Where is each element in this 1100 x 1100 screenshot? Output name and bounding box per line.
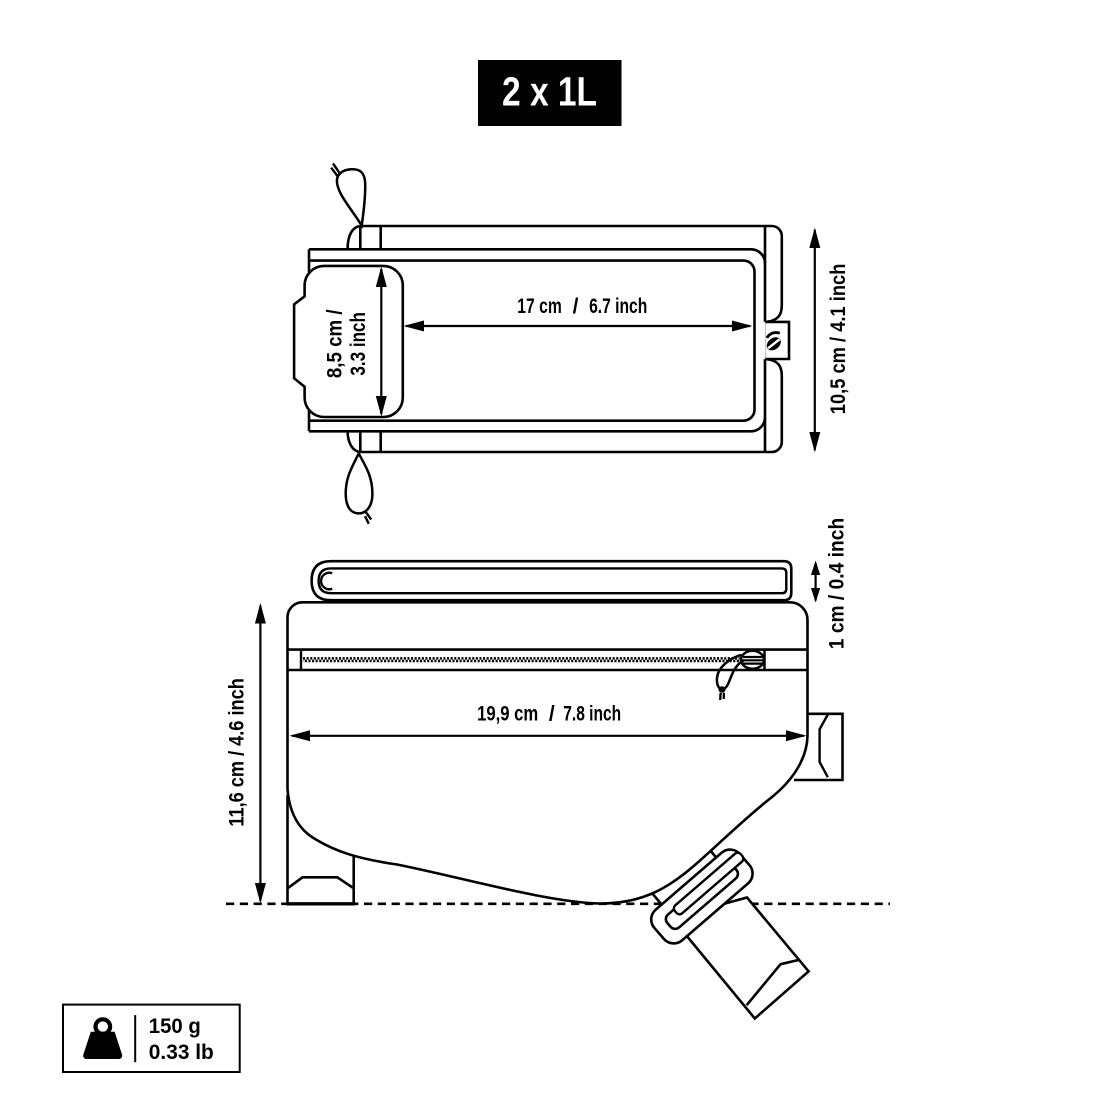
svg-text:6.7 inch: 6.7 inch xyxy=(589,295,647,318)
svg-text:/: / xyxy=(573,295,579,318)
svg-text:17 cm: 17 cm xyxy=(517,295,562,318)
svg-text:/: / xyxy=(549,703,555,726)
svg-text:1 cm / 0.4 inch: 1 cm / 0.4 inch xyxy=(826,518,849,649)
svg-text:3.3 inch: 3.3 inch xyxy=(347,312,370,376)
svg-text:7.8 inch: 7.8 inch xyxy=(563,703,621,726)
svg-text:8,5 cm /: 8,5 cm / xyxy=(324,309,347,378)
svg-text:11,6 cm / 4.6 inch: 11,6 cm / 4.6 inch xyxy=(225,678,248,826)
svg-text:0.33 lb: 0.33 lb xyxy=(149,1041,214,1064)
svg-text:10,5 cm / 4.1 inch: 10,5 cm / 4.1 inch xyxy=(827,264,850,415)
svg-text:19,9 cm: 19,9 cm xyxy=(477,703,538,726)
svg-text:2 x 1L: 2 x 1L xyxy=(502,69,597,115)
svg-text:150 g: 150 g xyxy=(149,1015,201,1038)
